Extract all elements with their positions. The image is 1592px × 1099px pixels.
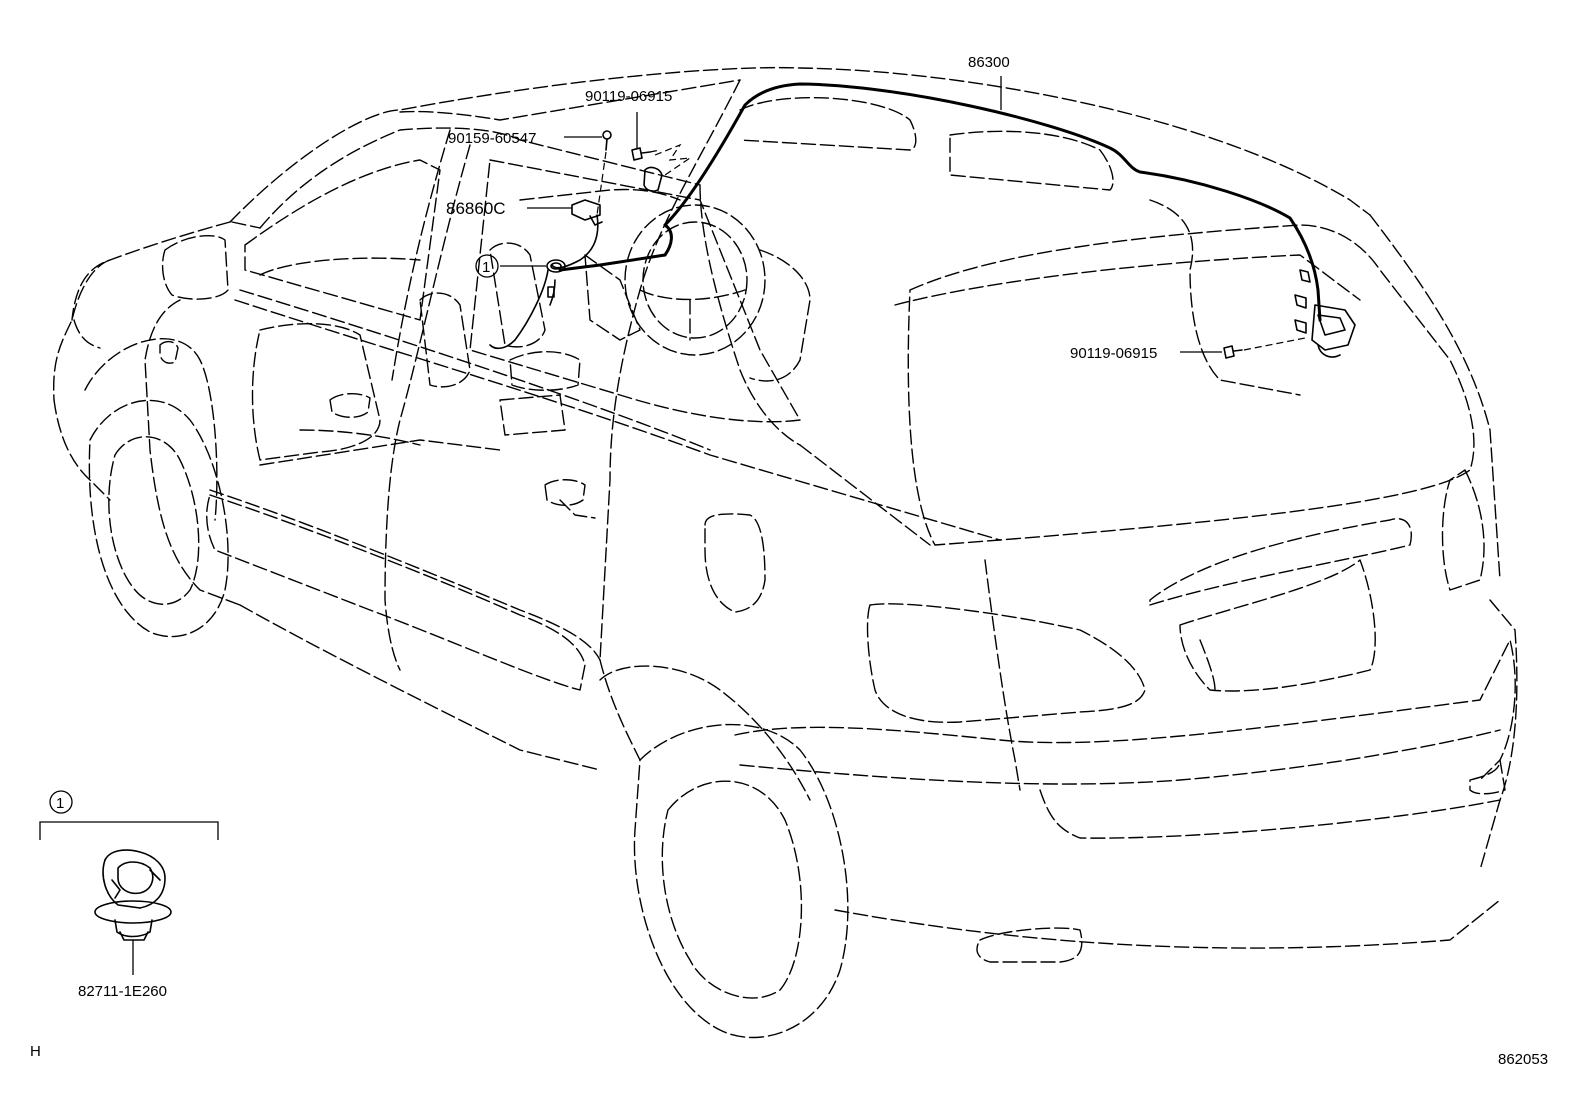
callout-1-main-text: 1	[482, 259, 490, 276]
leader-lines	[500, 76, 1222, 353]
callout-1-main	[475, 254, 499, 278]
bolt-upper-icon	[631, 147, 651, 161]
part-labels: 86300 90119-06915 90159-60547 86860C 901…	[446, 54, 1157, 362]
label-86300: 86300	[968, 54, 1010, 71]
callout-1-detail	[49, 790, 73, 814]
label-90119-rear: 90119-06915	[1070, 345, 1157, 362]
illustration-code: 862053	[1498, 1051, 1548, 1068]
vehicle-outline	[52, 66, 1518, 1039]
antenna-cord-86300	[489, 82, 1356, 358]
detail-inset-clamp: 1 82711-1E260	[39, 790, 219, 1000]
label-90119-upper: 90119-06915	[585, 88, 672, 105]
callout-1-detail-text: 1	[56, 795, 64, 812]
label-86860C: 86860C	[446, 199, 506, 218]
clamp-icon	[94, 849, 172, 941]
corner-code-left: H	[30, 1043, 41, 1060]
label-90159: 90159-60547	[448, 130, 536, 147]
bolt-rear-icon	[1223, 345, 1243, 359]
screw-90159-icon	[602, 130, 612, 140]
fasteners	[596, 130, 1306, 359]
label-82711: 82711-1E260	[78, 983, 167, 1000]
